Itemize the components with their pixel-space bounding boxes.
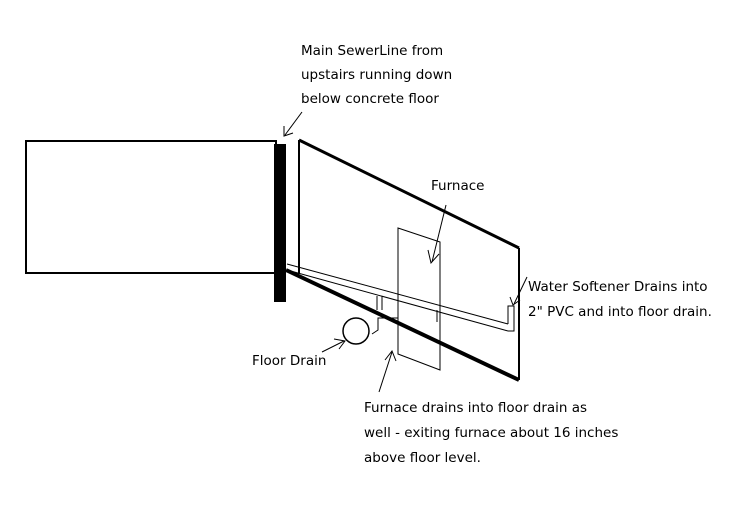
furnace-label-line-1: Furnace [431, 178, 484, 194]
sewer-line-label-line-3: below concrete floor [301, 91, 439, 107]
furnace-drain-label-arrow [378, 351, 393, 393]
sewer-label-arrowhead [283, 126, 294, 137]
furnace-drain-label-line-2: well - exiting furnace about 16 inches [364, 425, 618, 441]
softener-label-arrow [513, 276, 528, 305]
floor-drain-label-line-1: Floor Drain [252, 353, 326, 369]
water-softener-label: Water Softener Drains into 2" PVC and in… [528, 279, 712, 320]
furnace-drain-label-line-1: Furnace drains into floor drain as [364, 400, 587, 416]
furnace-label-arrow [431, 204, 447, 263]
right-room-top-edge [298, 138, 520, 250]
furnace-box [397, 227, 441, 371]
furnace-drain-label: Furnace drains into floor drain as well … [364, 400, 623, 466]
furnace-drain-label-arrowhead [384, 350, 397, 362]
furnace-label-arrowhead [427, 249, 440, 265]
floor-drain-circle [342, 317, 370, 345]
furnace-label: Furnace [431, 178, 484, 194]
right-room-floor-edge [285, 268, 520, 382]
sewer-label-arrow [284, 111, 303, 136]
water-softener-label-line-1: Water Softener Drains into [528, 279, 708, 295]
water-softener-label-line-2: 2" PVC and into floor drain. [528, 304, 712, 320]
softener-label-arrowhead [509, 296, 521, 306]
furnace-drain-line [371, 317, 398, 335]
sewer-line-label-line-1: Main SewerLine from [301, 43, 443, 59]
floor-drain-label-arrowhead [333, 338, 346, 350]
furnace-drain-label-line-3: above floor level. [364, 450, 481, 466]
pvc-pipe-riser [507, 305, 515, 332]
left-room-outline [25, 140, 277, 274]
floor-drain-label: Floor Drain [252, 353, 326, 369]
sewer-line-label: Main SewerLine from upstairs running dow… [301, 43, 456, 107]
main-sewer-line [274, 144, 286, 302]
sewer-line-label-line-2: upstairs running down [301, 67, 452, 83]
floor-drain-label-arrow [321, 340, 345, 353]
